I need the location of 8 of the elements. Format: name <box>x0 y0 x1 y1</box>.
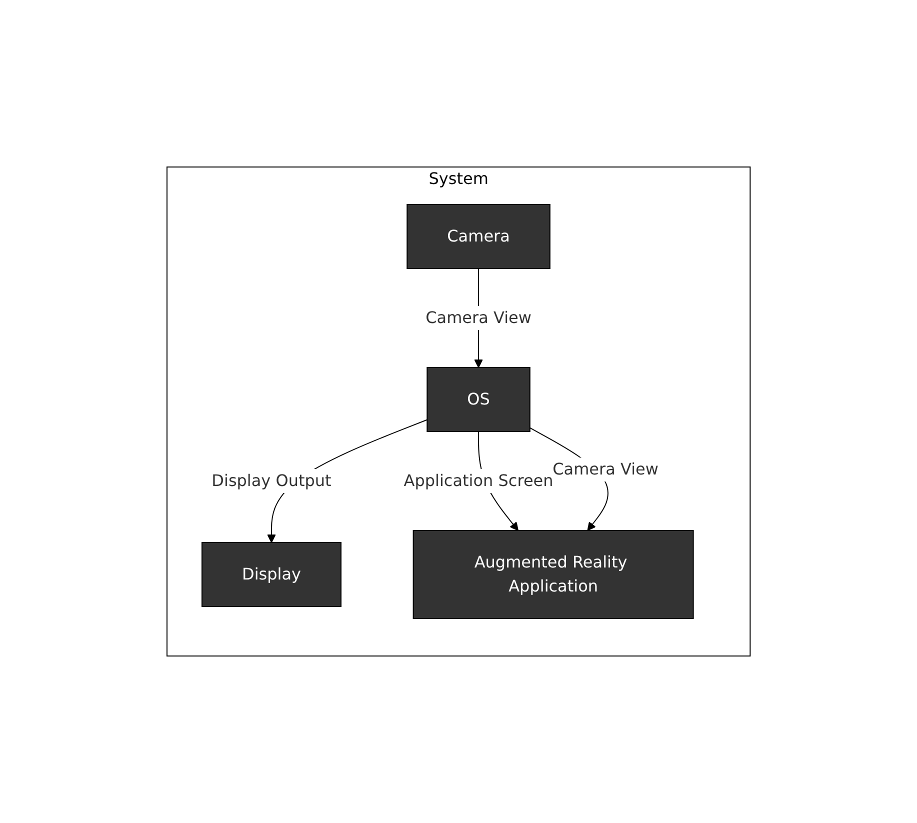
edge-label: Display Output <box>212 471 332 490</box>
node-box: Camera <box>406 204 550 269</box>
edge-label: Application Screen <box>404 471 554 490</box>
edge-label: Camera View <box>552 460 658 479</box>
node-box: OS <box>426 367 530 432</box>
node-box: Augmented Reality Application <box>412 530 694 619</box>
edge-label: Camera View <box>426 308 532 327</box>
node-box: Display <box>201 542 342 607</box>
